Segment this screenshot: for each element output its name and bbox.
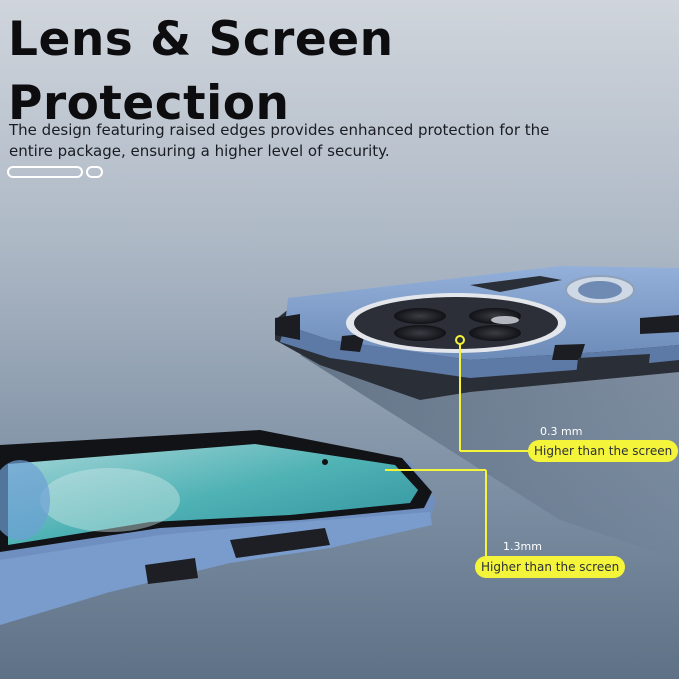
callout-value-screen: 1.3mm bbox=[503, 540, 542, 553]
callout-label-lens: Higher than the screen bbox=[528, 440, 679, 462]
page-title: Lens & Screen Protection bbox=[8, 8, 394, 136]
description-text: The design featuring raised edges provid… bbox=[9, 121, 550, 160]
camera-module bbox=[346, 293, 566, 353]
decorative-pill-long bbox=[7, 166, 83, 178]
decorative-pill-short bbox=[86, 166, 103, 178]
callout-label-screen: Higher than the screen bbox=[475, 556, 626, 578]
lower-phone-case bbox=[0, 430, 436, 625]
title-line-2: Protection bbox=[8, 76, 290, 131]
callout-value-lens: 0.3 mm bbox=[540, 425, 583, 438]
title-line-1: Lens & Screen bbox=[8, 12, 394, 67]
